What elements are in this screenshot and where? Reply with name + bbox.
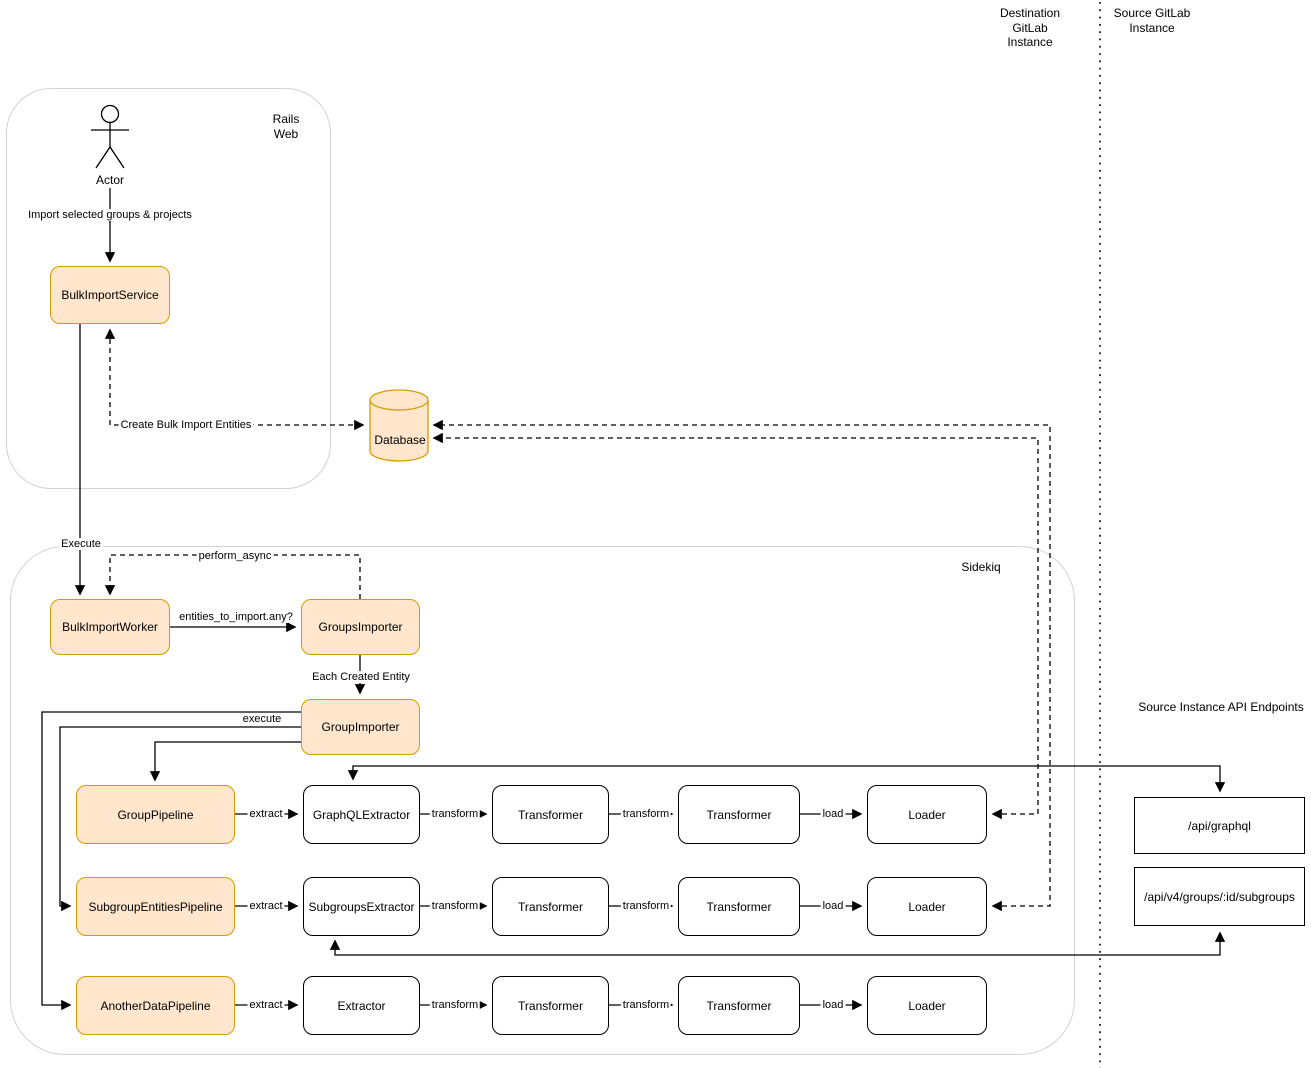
edge-loader2-database xyxy=(432,419,1051,912)
node-transformer-r3b: Transformer xyxy=(678,976,800,1035)
node-groups-importer: GroupsImporter xyxy=(301,599,420,655)
label-extract-r2: extract xyxy=(247,900,285,912)
edge-create-bulk-import-entities xyxy=(104,328,365,431)
label-import-selected: Import selected groups & projects xyxy=(26,209,194,221)
label-execute-pipelines: execute xyxy=(240,713,284,725)
node-subgroups-extractor: SubgroupsExtractor xyxy=(303,877,420,936)
edge-execute-grouppipeline xyxy=(149,741,301,782)
rails-web-label: Rails Web xyxy=(272,112,300,141)
node-subgroup-entities-pipeline: SubgroupEntitiesPipeline xyxy=(76,877,235,936)
node-group-importer: GroupImporter xyxy=(301,699,420,755)
label-create-entities: Create Bulk Import Entities xyxy=(118,419,254,431)
node-bulk-import-service: BulkImportService xyxy=(50,266,170,324)
label-load-r3: load xyxy=(820,999,846,1011)
node-loader-r2: Loader xyxy=(867,877,987,936)
label-transform-r3b: transform xyxy=(620,999,672,1011)
node-transformer-r2b: Transformer xyxy=(678,877,800,936)
label-transform-r1b: transform xyxy=(620,808,672,820)
label-transform-r1a: transform xyxy=(429,808,481,820)
label-transform-r3a: transform xyxy=(429,999,481,1011)
node-transformer-r1a: Transformer xyxy=(492,785,609,844)
node-transformer-r3a: Transformer xyxy=(492,976,609,1035)
edge-loader1-database xyxy=(432,432,1039,820)
node-bulk-import-worker: BulkImportWorker xyxy=(50,599,170,655)
label-extract-r3: extract xyxy=(247,999,285,1011)
node-another-data-pipeline: AnotherDataPipeline xyxy=(76,976,235,1035)
actor-label: Actor xyxy=(95,173,125,187)
label-load-r2: load xyxy=(820,900,846,912)
label-transform-r2b: transform xyxy=(620,900,672,912)
edge-subgroupsextractor-apisubgroups xyxy=(329,931,1226,956)
node-transformer-r2a: Transformer xyxy=(492,877,609,936)
database-cylinder xyxy=(369,389,429,462)
node-api-subgroups: /api/v4/groups/:id/subgroups xyxy=(1134,867,1305,926)
api-endpoints-title: Source Instance API Endpoints xyxy=(1138,700,1304,714)
database-label: Database xyxy=(374,433,426,447)
source-instance-label: Source GitLab Instance xyxy=(1113,6,1191,35)
edge-perform-async xyxy=(104,554,361,599)
node-loader-r1: Loader xyxy=(867,785,987,844)
label-perform-async: perform_async xyxy=(196,550,274,562)
edge-execute-anotherdatapipeline xyxy=(41,711,301,1011)
actor-icon xyxy=(91,104,129,169)
node-graphql-extractor: GraphQLExtractor xyxy=(303,785,420,844)
node-api-graphql: /api/graphql xyxy=(1134,797,1305,854)
label-transform-r2a: transform xyxy=(429,900,481,912)
label-extract-r1: extract xyxy=(247,808,285,820)
node-extractor-r3: Extractor xyxy=(303,976,420,1035)
destination-instance-label: Destination GitLab Instance xyxy=(999,6,1061,49)
label-each-created-entity: Each Created Entity xyxy=(310,671,412,683)
node-loader-r3: Loader xyxy=(867,976,987,1035)
sidekiq-label: Sidekiq xyxy=(961,560,1001,574)
edge-execute-subgroupentitiespipeline xyxy=(59,726,301,912)
label-load-r1: load xyxy=(820,808,846,820)
node-group-pipeline: GroupPipeline xyxy=(76,785,235,844)
label-entities-any: entities_to_import.any? xyxy=(177,611,295,623)
label-execute: Execute xyxy=(59,538,103,550)
rails-web-container xyxy=(6,88,331,489)
node-transformer-r1b: Transformer xyxy=(678,785,800,844)
